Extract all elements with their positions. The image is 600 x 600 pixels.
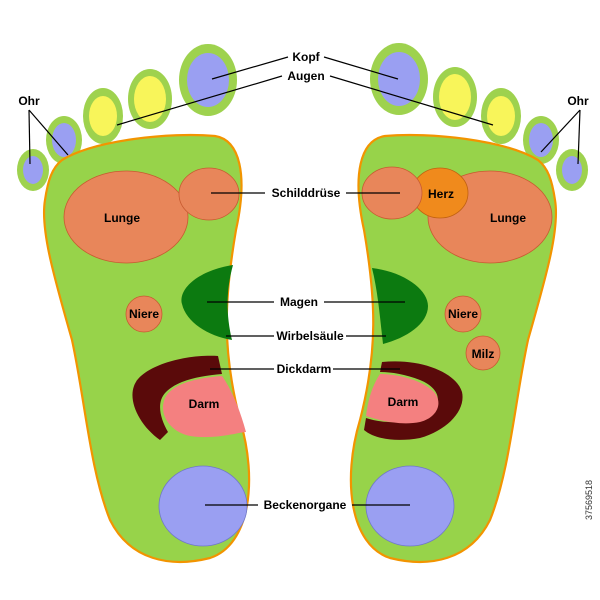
right-toe-4 <box>523 116 559 164</box>
left-kidney-zone <box>125 295 163 333</box>
labels: Kopf Augen Ohr Ohr Schilddrüse Lunge Lun… <box>18 50 589 512</box>
label-niere-left: Niere <box>129 307 159 321</box>
left-colon-zone <box>132 355 222 440</box>
label-schilddruese: Schilddrüse <box>272 186 341 200</box>
label-lunge-left: Lunge <box>104 211 140 225</box>
right-toe-3 <box>481 88 521 144</box>
left-lung-zone <box>63 170 189 264</box>
label-darm-right: Darm <box>388 395 419 409</box>
right-stomach-zone <box>372 268 428 344</box>
label-lunge-right: Lunge <box>490 211 526 225</box>
right-spleen-zone <box>465 335 501 371</box>
right-toe-5 <box>556 149 588 191</box>
left-pelvic-zone <box>158 465 248 547</box>
right-intestine-zone <box>366 374 439 424</box>
label-kopf: Kopf <box>292 50 320 64</box>
label-milz: Milz <box>472 347 495 361</box>
right-kidney-zone <box>444 295 482 333</box>
label-niere-right: Niere <box>448 307 478 321</box>
left-intestine-zone <box>162 376 246 438</box>
right-pelvic-zone <box>365 465 455 547</box>
right-toe-2 <box>433 67 477 127</box>
left-toe-3 <box>83 88 123 144</box>
left-toe-4 <box>46 116 82 164</box>
left-foot <box>17 44 251 564</box>
left-toe-5 <box>17 149 49 191</box>
left-toe-big <box>179 44 237 116</box>
label-magen: Magen <box>280 295 318 309</box>
left-thyroid-zone <box>178 167 240 221</box>
label-beckenorgane: Beckenorgane <box>264 498 347 512</box>
leader-lines <box>28 56 581 506</box>
label-wirbelsaeule: Wirbelsäule <box>276 329 344 343</box>
label-dickdarm: Dickdarm <box>277 362 332 376</box>
stock-id: 37569518 <box>584 480 594 520</box>
label-ohr-right: Ohr <box>567 94 589 108</box>
label-darm-left: Darm <box>189 397 220 411</box>
right-colon-zone <box>364 361 463 440</box>
right-foot <box>349 43 588 564</box>
label-herz: Herz <box>428 187 454 201</box>
label-augen: Augen <box>287 69 324 83</box>
left-toe-2 <box>128 69 172 129</box>
label-ohr-left: Ohr <box>18 94 40 108</box>
right-toe-big <box>370 43 428 115</box>
